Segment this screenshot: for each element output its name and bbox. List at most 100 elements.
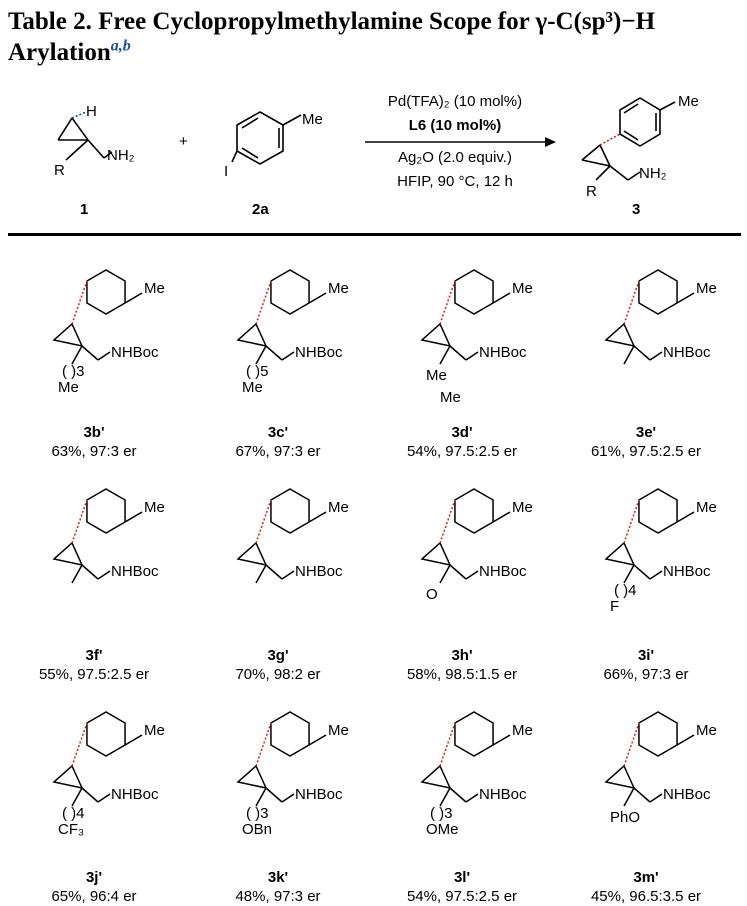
- tail2-label-3d-prime: Me: [440, 389, 461, 406]
- product-yield-er: 70%, 98:2 er: [235, 666, 321, 683]
- amine-label-3c-prime: NHBoc: [295, 344, 343, 361]
- chain-bond-3f-prime: [71, 564, 83, 584]
- aryl-bond-3g-prime: [255, 499, 272, 544]
- cyclopropane-3g-prime: [236, 541, 268, 567]
- plus-sign: +: [179, 133, 188, 150]
- product-id: 3k': [267, 869, 289, 886]
- product-3k-prime: 3k' 48%, 97:3 er: [185, 868, 371, 906]
- arene-ring-3l-prime: [454, 711, 494, 757]
- cyclopropane-3k-prime: [236, 764, 268, 790]
- methyl-bond-3j-prime: [124, 734, 143, 746]
- methyl-bond-3f-prime: [124, 511, 143, 523]
- reactant-2-id: 2a: [252, 201, 269, 218]
- arene-ring-3f-prime: [86, 488, 126, 534]
- chain-bond-3b-prime: [71, 345, 83, 365]
- n-bond-3j-prime: [97, 793, 111, 803]
- product-3g-prime: 3g' 70%, 98:2 er: [185, 646, 371, 684]
- reactant-2-structure: [231, 111, 302, 165]
- methyl-bond-3m-prime: [676, 734, 695, 746]
- product-id: 3e': [635, 424, 657, 441]
- arene-ring-3g-prime: [270, 488, 310, 534]
- product-id: 3b': [83, 424, 105, 441]
- methyl-label-3i-prime: Me: [696, 499, 717, 516]
- arene-ring-3d-prime: [454, 269, 494, 315]
- product-yield-er: 58%, 98.5:1.5 er: [406, 666, 518, 683]
- chain-label-3l-prime: ( )3: [430, 805, 453, 822]
- chain-bond-3h-prime: [439, 564, 451, 584]
- methyl-label-3g-prime: Me: [328, 499, 349, 516]
- methyl-bond-3e-prime: [676, 292, 695, 304]
- aryl-bond-3e-prime: [623, 280, 640, 325]
- aryl-bond-3j-prime: [71, 722, 88, 767]
- product-id: 3h': [451, 647, 473, 664]
- product-3m-prime: 3m' 45%, 96.5:3.5 er: [553, 868, 739, 906]
- product-3c-prime: 3c'67%, 97:3 er: [185, 423, 371, 461]
- tail-label-3j-prime: CF₃: [58, 821, 84, 838]
- product-3l-prime: 3l'54%, 97.5:2.5 er: [369, 868, 555, 906]
- n-bond-3m-prime: [649, 793, 663, 803]
- cyclopropane-3i-prime: [604, 541, 636, 567]
- product-3f-prime: 3f'55%, 97.5:2.5 er: [1, 646, 187, 684]
- n-bond-3k-prime: [281, 793, 295, 803]
- cyclopropane-3h-prime: [420, 541, 452, 567]
- methyl-bond-3c-prime: [308, 292, 327, 304]
- chain-bond-3c-prime: [255, 345, 267, 365]
- table-title-text: Table 2. Free Cyclopropylmethylamine Sco…: [8, 8, 656, 66]
- product-id: 3d': [451, 424, 473, 441]
- chain-bond-3g-prime: [255, 564, 267, 584]
- chain-label-3c-prime: ( )5: [246, 363, 269, 380]
- product-yield-er: 61%, 97.5:2.5 er: [590, 443, 702, 460]
- chain-bond-3l-prime: [439, 787, 451, 807]
- product-id: 3f': [85, 647, 103, 664]
- reactant-1-id: 1: [80, 201, 88, 218]
- reactant-2-methyl: Me: [302, 111, 323, 128]
- aryl-bond-3h-prime: [439, 499, 456, 544]
- n-bond-3g-prime: [281, 570, 295, 580]
- aryl-bond-3d-prime: [439, 280, 456, 325]
- n-bond-3b-prime: [97, 351, 111, 361]
- product-3i-prime: 3i'66%, 97:3 er: [553, 646, 739, 684]
- cyclopropane-3e-prime: [604, 322, 636, 348]
- product-id: 3j': [85, 869, 103, 886]
- product-id: 3g': [267, 647, 289, 664]
- product-yield-er: 66%, 97:3 er: [603, 666, 689, 683]
- cyclopropane-3c-prime: [236, 322, 268, 348]
- methyl-label-3e-prime: Me: [696, 280, 717, 297]
- cyclopropane-3l-prime: [420, 764, 452, 790]
- product-id: 3m': [633, 869, 659, 886]
- product-yield-er: 48%, 97:3 er: [235, 888, 321, 905]
- product-yield-er: 67%, 97:3 er: [235, 443, 321, 460]
- tail-label-3m-prime: PhO: [610, 809, 640, 826]
- methyl-label-3f-prime: Me: [144, 499, 165, 516]
- product-yield-er: 45%, 96.5:3.5 er: [590, 888, 702, 905]
- ch2-bond-3d-prime: [449, 345, 467, 361]
- cyclopropane-3b-prime: [52, 322, 84, 348]
- arene-ring-3m-prime: [638, 711, 678, 757]
- cyclopropane-3j-prime: [52, 764, 84, 790]
- ch2-bond-3m-prime: [633, 787, 651, 803]
- product-id: 3l': [453, 869, 471, 886]
- chain-bond-3m-prime: [623, 787, 635, 807]
- arene-ring-3i-prime: [638, 488, 678, 534]
- methyl-label-3h-prime: Me: [512, 499, 533, 516]
- reaction-scheme: H R NH₂ 1 + Me I 2a Pd(TFA)₂ (10 mol%) L…: [54, 93, 699, 218]
- aryl-bond-3k-prime: [255, 722, 272, 767]
- n-bond-3c-prime: [281, 351, 295, 361]
- aryl-bond-3i-prime: [623, 499, 640, 544]
- condition-ligand: L6 (10 mol%): [409, 117, 502, 134]
- methyl-label-3k-prime: Me: [328, 722, 349, 739]
- aryl-bond-3b-prime: [71, 280, 88, 325]
- chain-bond-3k-prime: [255, 787, 267, 807]
- aryl-bond-3l-prime: [439, 722, 456, 767]
- methyl-bond-3g-prime: [308, 511, 327, 523]
- chain-label-3k-prime: ( )3: [246, 805, 269, 822]
- methyl-label-3b-prime: Me: [144, 280, 165, 297]
- arene-ring-3k-prime: [270, 711, 310, 757]
- methyl-label-3m-prime: Me: [696, 722, 717, 739]
- arene-ring-3c-prime: [270, 269, 310, 315]
- amine-label-3g-prime: NHBoc: [295, 563, 343, 580]
- amine-label-3h-prime: NHBoc: [479, 563, 527, 580]
- n-bond-3d-prime: [465, 351, 479, 361]
- tail-label-3b-prime: Me: [58, 379, 79, 396]
